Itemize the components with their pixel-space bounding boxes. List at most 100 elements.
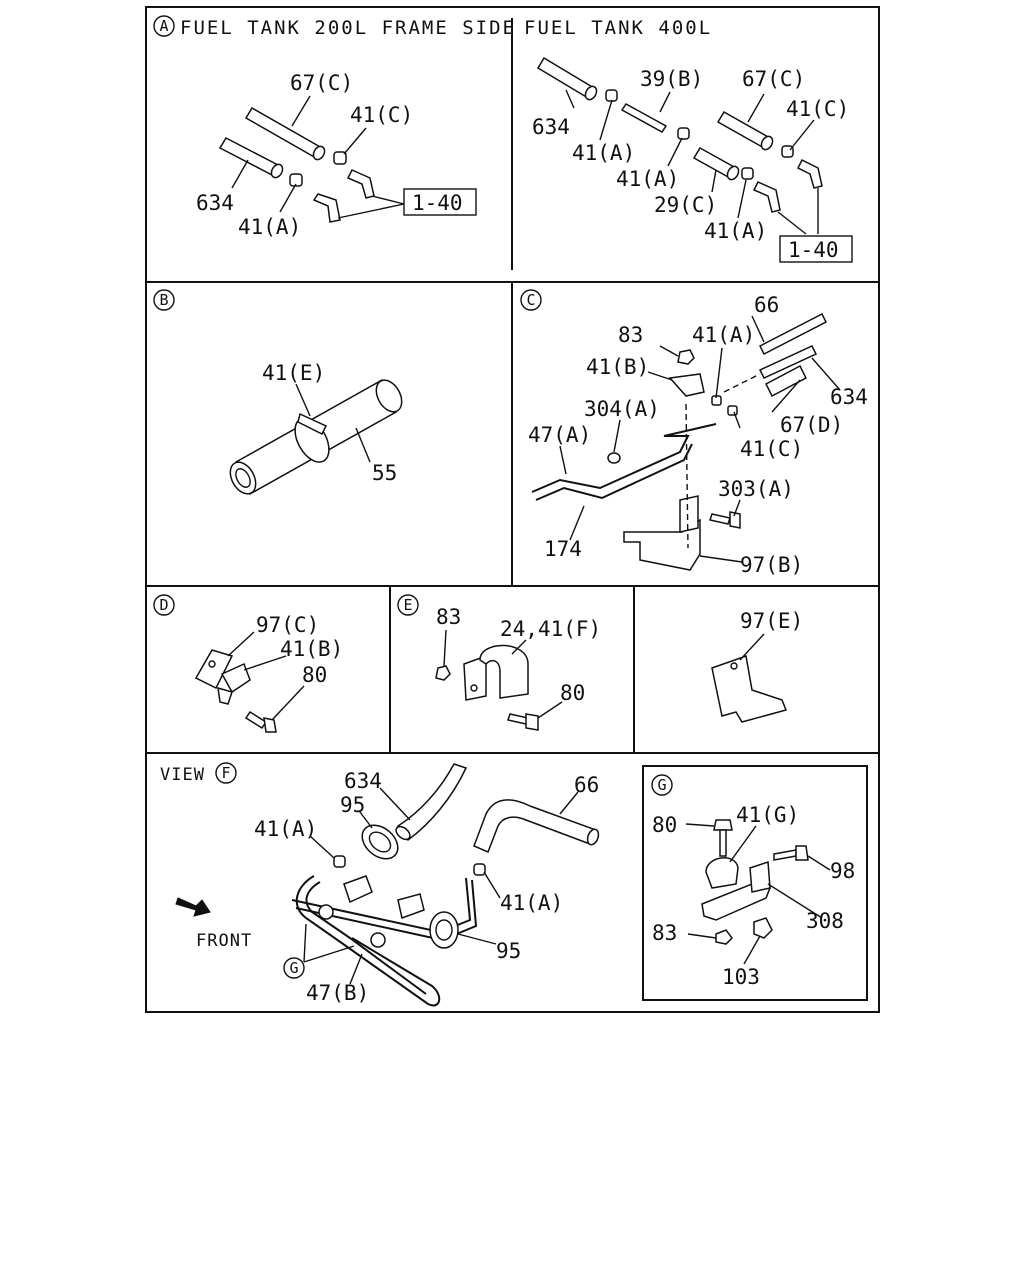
section-b-marker: B [159,291,168,309]
label-67c-right: 67(C) [742,67,805,91]
grommet-95-upper [361,824,399,860]
label-174: 174 [544,537,582,561]
label-66-f: 66 [574,773,599,797]
label-634-f: 634 [344,769,382,793]
nut-83-g [715,929,733,945]
section-a: A FUEL TANK 200L FRAME SIDE FUEL TANK 40… [153,15,853,263]
label-41g: 41(G) [736,803,799,827]
label-41a-f-1: 41(A) [254,817,317,841]
label-29c: 29(C) [654,193,717,217]
clamp-41c-c [727,405,738,416]
label-303a: 303(A) [718,477,794,501]
label-41c-right: 41(C) [786,97,849,121]
hose-634-f [395,763,468,842]
label-67c-left: 67(C) [290,71,353,95]
label-634-right: 634 [532,115,570,139]
pipes-66-634 [758,312,828,379]
label-80-d: 80 [302,663,327,687]
label-95-f-lower: 95 [496,939,521,963]
label-1-40-right: 1-40 [788,238,839,262]
hose-66-f [473,799,600,853]
ref-box-1-40-left [403,188,477,216]
label-97e: 97(E) [740,609,803,633]
section-a-marker-circle [153,15,175,37]
label-67d: 67(D) [780,413,843,437]
label-g-f: G [289,959,298,977]
grommet-95-lower [429,911,459,949]
clamp-41a-right-1 [605,89,618,102]
bolt-80-e [507,713,539,731]
label-83-e: 83 [436,605,461,629]
clip-24-41f [463,644,529,701]
section-f: VIEW F FRONT [160,762,600,1007]
label-308: 308 [806,909,844,933]
section-e: E 83 24,41(F) 80 [397,594,601,731]
bracket-97e [711,654,788,723]
section-d-marker: D [159,596,168,614]
section-e2: 97(E) [711,609,803,723]
ref-box-1-40-right [779,235,853,263]
pipe-39b [620,103,668,133]
clamp-41a-left [289,173,303,187]
clip-41b-c [668,373,705,397]
label-24-41f: 24,41(F) [500,617,601,641]
hose-67c-right [716,110,774,151]
label-634-left: 634 [196,191,234,215]
label-95-f-upper: 95 [340,793,365,817]
nut-83-c [677,349,695,365]
pipe-elbow-right [752,158,823,213]
section-g: G 80 41(G) 98 308 83 103 [651,774,855,989]
view-f-prefix: VIEW [160,765,205,785]
front-label: FRONT [196,931,252,951]
label-41a-right-2: 41(A) [616,167,679,191]
diagram-frame [145,6,880,1013]
clamp-41c-left [333,151,347,165]
section-a-marker: A [159,17,168,35]
label-41e: 41(E) [262,361,325,385]
bracket-308 [701,860,772,921]
label-304a: 304(A) [584,397,660,421]
section-a-title-right: FUEL TANK 400L [524,17,712,39]
bolt-80-g [713,819,733,857]
section-b: B 41(E) 55 [153,289,403,496]
label-97c: 97(C) [256,613,319,637]
label-83-g: 83 [652,921,677,945]
section-a-title-left: FUEL TANK 200L FRAME SIDE [180,17,516,39]
label-41a-c: 41(A) [692,323,755,347]
bracket-97c [194,649,234,690]
label-80-e: 80 [560,681,585,705]
clamp-41a-right-2 [677,127,690,140]
label-47b: 47(B) [306,981,369,1005]
label-41a-left: 41(A) [238,215,301,239]
section-e-marker: E [403,596,412,614]
hose-67d [765,364,807,398]
section-d: D 97(C) 41(B) 80 [153,594,343,733]
label-47a: 47(A) [528,423,591,447]
label-41c-c: 41(C) [740,437,803,461]
hose-67c-left [244,106,326,161]
clamp-41a-f-1 [333,855,346,868]
label-55: 55 [372,461,397,485]
bolt-98 [773,845,809,861]
front-arrow-icon [175,897,211,917]
label-41c-left: 41(C) [350,103,413,127]
clamp-41a-f-2 [473,863,486,876]
label-103: 103 [722,965,760,989]
pipe-elbow-left [312,169,375,223]
section-g-marker: G [657,776,666,794]
label-98: 98 [830,859,855,883]
label-41a-right-1: 41(A) [572,141,635,165]
label-83-c: 83 [618,323,643,347]
bracket-97b [623,495,701,571]
label-97b: 97(B) [740,553,803,577]
hose-634-right [536,56,598,101]
label-634-c: 634 [830,385,868,409]
nut-83-e [435,665,451,681]
label-1-40-left: 1-40 [412,191,463,215]
section-c-marker: C [526,291,535,309]
bolt-303a [709,511,741,529]
label-41a-right-3: 41(A) [704,219,767,243]
section-c: C [520,289,868,577]
label-66-c: 66 [754,293,779,317]
